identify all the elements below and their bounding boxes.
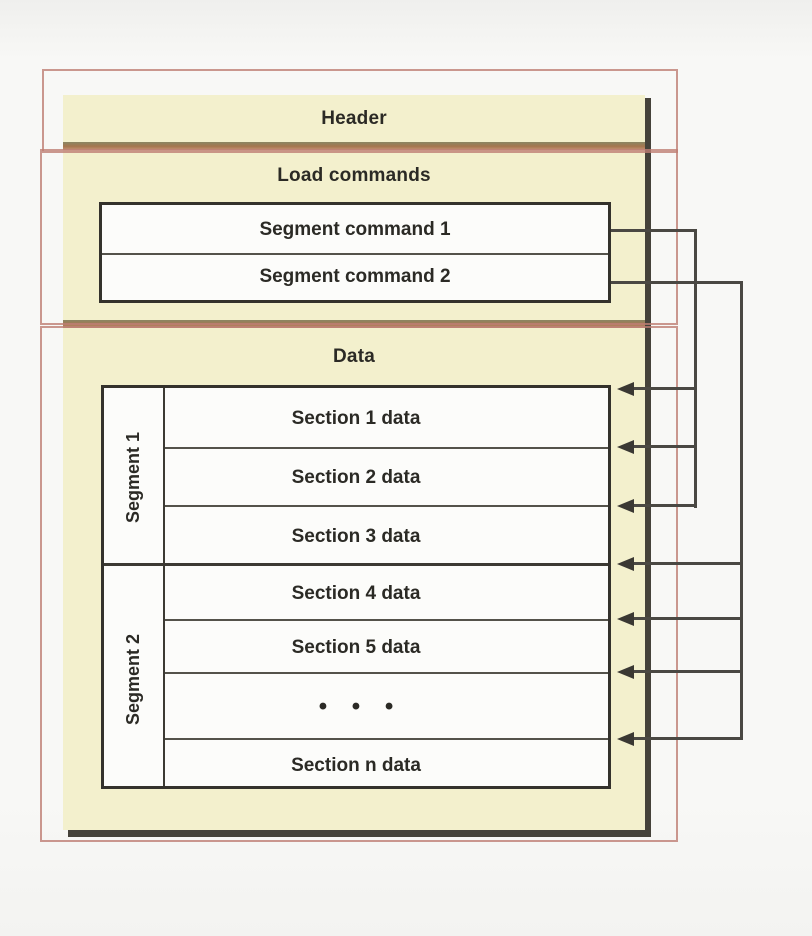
data-region-label: Data — [333, 346, 375, 367]
command-row-divider — [102, 253, 608, 255]
arrow-icon — [617, 557, 634, 571]
row-divider — [165, 619, 608, 621]
segment-command-1-connector-horizontal — [611, 229, 697, 232]
segment-column-divider — [163, 388, 165, 786]
row-divider — [165, 447, 608, 449]
annotation-rect-data — [40, 326, 678, 842]
segment-command-2-connector-horizontal — [611, 281, 743, 284]
data-sections-table: Segment 1 Segment 2 Section 1 data Secti… — [101, 385, 611, 789]
segment-commands-box: Segment command 1 Segment command 2 — [99, 202, 611, 303]
row-divider — [165, 672, 608, 674]
row-divider — [165, 738, 608, 740]
section-4-data-row: Section 4 data — [291, 582, 421, 604]
segment1-segment2-boundary — [104, 563, 608, 566]
file-box-shadow-right — [645, 98, 651, 837]
section-5-data-row: Section 5 data — [291, 636, 421, 658]
segment-command-2-connector-vertical — [740, 281, 743, 740]
arrow-line-section-4 — [633, 562, 743, 565]
arrow-line-section-n — [633, 737, 743, 740]
ellipsis-row: • • • — [318, 693, 403, 720]
file-box-shadow-bottom — [68, 830, 651, 837]
arrow-icon — [617, 612, 634, 626]
load-commands-region-label: Load commands — [277, 165, 431, 186]
section-2-data-row: Section 2 data — [291, 467, 421, 488]
section-3-data-row: Section 3 data — [291, 525, 421, 547]
arrow-icon — [617, 499, 634, 513]
segment-command-1-row: Segment command 1 — [259, 218, 451, 240]
segment-command-2-row: Segment command 2 — [259, 265, 451, 287]
arrow-icon — [617, 382, 634, 396]
section-n-data-row: Section n data — [291, 755, 421, 776]
arrow-icon — [617, 440, 634, 454]
section-1-data-row: Section 1 data — [291, 407, 421, 429]
header-loadcommands-divider — [63, 142, 645, 150]
arrow-line-ellipsis — [633, 670, 743, 673]
header-region-label: Header — [321, 107, 387, 129]
arrow-icon — [617, 732, 634, 746]
arrow-line-section-2 — [633, 445, 697, 448]
arrow-line-section-5 — [633, 617, 743, 620]
arrow-line-section-1 — [633, 387, 697, 390]
annotation-rect-load-commands — [40, 149, 678, 325]
arrow-line-section-3 — [633, 504, 697, 507]
arrow-icon — [617, 665, 634, 679]
row-divider — [165, 505, 608, 507]
segment-command-1-connector-vertical — [694, 229, 697, 508]
annotation-rect-header — [42, 69, 678, 153]
